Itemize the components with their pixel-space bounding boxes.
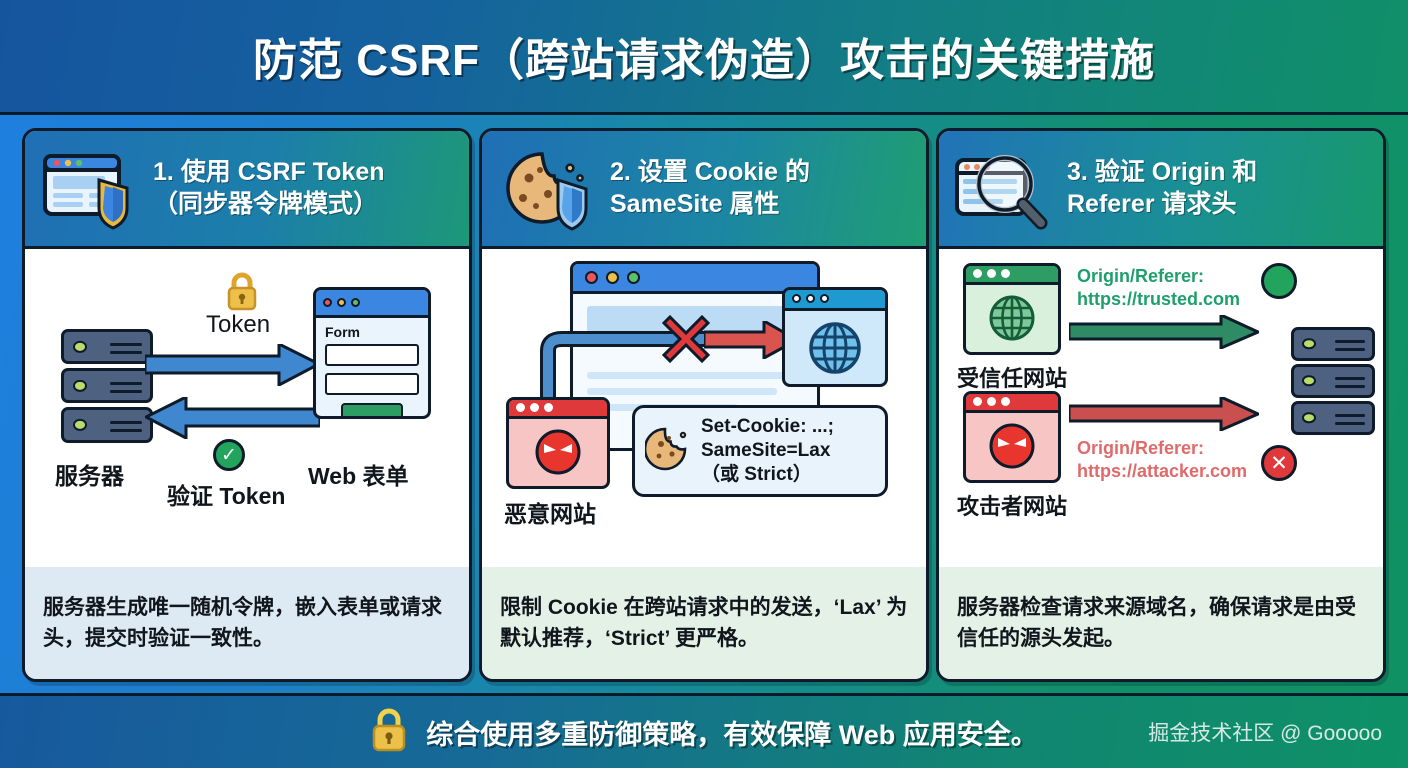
globe-icon: [785, 311, 885, 384]
window-titlebar: [509, 400, 607, 419]
server-unit: [1291, 363, 1375, 398]
attacker-site-label: 攻击者网站: [957, 494, 1068, 519]
window-dot: [973, 397, 982, 407]
trusted-site-label: 受信任网站: [957, 366, 1068, 391]
form-window-title: Form: [325, 323, 360, 340]
window-dot: [516, 403, 525, 413]
card-title-line1: 3. 验证 Origin 和: [1067, 158, 1258, 187]
card-diagram: 服务器 Token: [25, 249, 469, 567]
server-icon: [61, 329, 153, 447]
window-dot-yellow: [606, 271, 619, 284]
attacker-site-window: [963, 391, 1061, 483]
form-label: Web 表单: [308, 463, 409, 489]
window-dot: [987, 269, 996, 279]
window-dot-green: [351, 297, 360, 307]
arrow-left: [142, 394, 322, 444]
card-title-line1: 2. 设置 Cookie 的: [610, 158, 811, 187]
card-diagram: 恶意网站 Set-Cookie: ...; SameSite=Lax （或 St…: [482, 249, 926, 567]
red-cross-icon: [660, 311, 712, 368]
window-dot-red: [585, 271, 598, 284]
card-title-line2: （同步器令牌模式）: [153, 189, 379, 218]
window-dot-red: [323, 297, 332, 307]
page-title: 防范 CSRF（跨站请求伪造）攻击的关键措施: [253, 36, 1155, 85]
cookie-shield-icon: [496, 146, 600, 232]
credit-text: 掘金技术社区 @ Gooooo: [1148, 722, 1382, 745]
title-bar: 防范 CSRF（跨站请求伪造）攻击的关键措施: [0, 0, 1408, 115]
window-titlebar: [316, 290, 428, 318]
check-circle-icon: [1261, 263, 1297, 299]
arrow-bottom-label: 验证 Token: [167, 483, 286, 509]
window-dot: [820, 294, 829, 304]
footer-text: 综合使用多重防御策略，有效保障 Web 应用安全。: [426, 719, 1038, 750]
card-title-line2: Referer 请求头: [1067, 189, 1237, 218]
server-unit: [61, 407, 153, 443]
lock-icon: [370, 707, 408, 758]
magnifier-browser-icon: [953, 146, 1057, 232]
form-input[interactable]: [325, 343, 419, 366]
server-label: 服务器: [55, 463, 124, 489]
card-footer-text: 服务器生成唯一随机令牌，嵌入表单或请求头，提交时验证一致性。: [25, 567, 469, 679]
window-titlebar: [785, 290, 885, 311]
card-footer-text: 限制 Cookie 在跨站请求中的发送，‘Lax’ 为默认推荐，‘Strict’…: [482, 567, 926, 679]
trusted-origin-text: Origin/Referer: https://trusted.com: [1077, 266, 1241, 309]
card-title: 1. 使用 CSRF Token （同步器令牌模式）: [153, 157, 385, 220]
card-title-line2: SameSite 属性: [610, 189, 780, 218]
trusted-site-window: [963, 263, 1061, 355]
server-unit: [1291, 400, 1375, 435]
check-circle-icon: ✓: [213, 439, 245, 471]
server-icon: [1291, 327, 1375, 439]
arrow-denied: [1067, 394, 1262, 436]
globe-icon: [966, 285, 1058, 351]
request-pipe: [536, 327, 736, 412]
window-titlebar: [966, 394, 1058, 413]
window-dot-yellow: [337, 297, 346, 307]
window-dot: [544, 403, 553, 413]
card-samesite-cookie: 2. 设置 Cookie 的 SameSite 属性: [479, 128, 929, 682]
malicious-site-label: 恶意网站: [504, 501, 596, 527]
arrow-right: [143, 341, 323, 391]
cross-circle-icon: ✕: [1261, 445, 1297, 481]
form-window: Form: [313, 287, 431, 419]
window-dot: [792, 294, 801, 304]
cards-row: 1. 使用 CSRF Token （同步器令牌模式） 服务器: [0, 128, 1408, 688]
form-input[interactable]: [325, 372, 419, 395]
card-header: 2. 设置 Cookie 的 SameSite 属性: [482, 131, 926, 249]
angry-face-icon: [966, 413, 1058, 479]
cookie-icon: [643, 426, 691, 477]
angry-face-icon: [509, 419, 607, 485]
window-dot-green: [627, 271, 640, 284]
set-cookie-text: Set-Cookie: ...; SameSite=Lax （或 Strict）: [701, 416, 835, 485]
server-unit: [61, 329, 153, 365]
arrow-blocked-right: [702, 318, 801, 364]
card-csrf-token: 1. 使用 CSRF Token （同步器令牌模式） 服务器: [22, 128, 472, 682]
card-title-line1: 1. 使用 CSRF Token: [153, 158, 385, 187]
set-cookie-callout: Set-Cookie: ...; SameSite=Lax （或 Strict）: [632, 405, 888, 497]
card-diagram: 受信任网站 Origin/Referer: https://trusted.co…: [939, 249, 1383, 567]
card-footer-text: 服务器检查请求来源域名，确保请求是由受信任的源头发起。: [939, 567, 1383, 679]
card-header: 3. 验证 Origin 和 Referer 请求头: [939, 131, 1383, 249]
browser-shield-icon: [39, 146, 143, 232]
window-titlebar: [966, 266, 1058, 285]
window-dot: [987, 397, 996, 407]
server-unit: [61, 368, 153, 404]
arrow-allowed: [1067, 312, 1262, 354]
window-dot: [530, 403, 539, 413]
card-origin-referer: 3. 验证 Origin 和 Referer 请求头: [936, 128, 1386, 682]
window-dot: [1001, 397, 1010, 407]
attacker-origin-text: Origin/Referer: https://attacker.com: [1077, 438, 1248, 481]
window-titlebar: [573, 264, 817, 294]
footer-bar: 综合使用多重防御策略，有效保障 Web 应用安全。 掘金技术社区 @ Goooo…: [0, 693, 1408, 768]
form-submit-button[interactable]: [341, 402, 403, 416]
card-header: 1. 使用 CSRF Token （同步器令牌模式）: [25, 131, 469, 249]
malicious-site-window: [506, 397, 610, 489]
card-title: 2. 设置 Cookie 的 SameSite 属性: [610, 157, 810, 220]
arrow-top-label: Token: [206, 311, 271, 338]
window-dot: [973, 269, 982, 279]
server-unit: [1291, 327, 1375, 361]
window-dot: [1001, 269, 1010, 279]
lock-icon: [225, 271, 259, 316]
target-site-window: [782, 287, 888, 387]
card-title: 3. 验证 Origin 和 Referer 请求头: [1067, 157, 1257, 220]
window-dot: [806, 294, 815, 304]
